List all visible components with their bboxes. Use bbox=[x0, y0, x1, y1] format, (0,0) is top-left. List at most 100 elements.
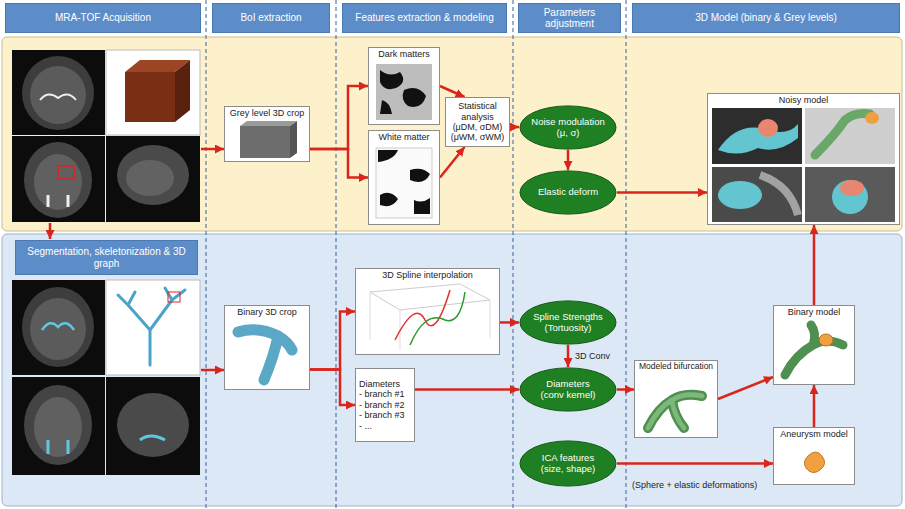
column-separator-part bbox=[626, 0, 627, 509]
ellipse-outline bbox=[520, 301, 616, 344]
grey-crop-image-part bbox=[240, 121, 297, 126]
flow-arrow bbox=[500, 321, 519, 324]
mra-image-bottom-part bbox=[117, 393, 189, 457]
node-text: Grey level 3D crop bbox=[230, 108, 305, 118]
flow-arrow bbox=[440, 147, 465, 178]
node-text: Elastic deform bbox=[538, 187, 598, 198]
process-ellipse: ICA features (size, shape) bbox=[519, 440, 617, 487]
dark-matter-image-part bbox=[403, 88, 426, 107]
mra-image-bottom-part bbox=[118, 288, 185, 365]
aneurysm-image bbox=[773, 427, 855, 485]
mra-image-top-part bbox=[12, 50, 105, 135]
node-text: Parameters adjustment bbox=[523, 7, 616, 30]
mra-image-top-part bbox=[40, 94, 76, 100]
mra-image-bottom-part bbox=[48, 440, 68, 454]
flow-arrow bbox=[617, 191, 707, 194]
flow-arrow bbox=[510, 126, 519, 129]
top-band bbox=[2, 37, 902, 231]
flow-arrow bbox=[310, 149, 368, 177]
mra-image-top-part bbox=[58, 166, 74, 179]
grey-crop-image-part bbox=[240, 126, 290, 158]
mra-image-bottom-part bbox=[140, 436, 165, 440]
white-matter-image-part bbox=[380, 193, 398, 206]
image-panel: Noisy model bbox=[707, 93, 900, 225]
dark-matter-image-part bbox=[368, 47, 440, 125]
mra-image-top-part bbox=[106, 136, 200, 222]
mra-image-bottom bbox=[12, 280, 200, 475]
noisy-model-image-part bbox=[805, 108, 895, 164]
node-text: MRA-TOF Acquisition bbox=[55, 12, 151, 24]
mra-image-top-part bbox=[117, 145, 189, 205]
white-matter-image-part bbox=[410, 169, 430, 182]
column-separator bbox=[206, 0, 626, 509]
mra-image-top-part bbox=[34, 154, 82, 210]
bifurcation-image-part bbox=[648, 395, 702, 428]
node-text: Diameters bbox=[359, 379, 400, 389]
noisy-model-image-part bbox=[712, 167, 802, 222]
process-ellipse: Elastic deform bbox=[519, 170, 617, 215]
spline-plot bbox=[355, 268, 500, 355]
flow-arrow bbox=[813, 225, 816, 305]
mra-image-bottom-part bbox=[168, 292, 180, 302]
node-text: - branch #1 bbox=[359, 389, 405, 399]
image-panel: White matter bbox=[368, 130, 440, 225]
node-text: Segmentation, skeletonization & 3D graph bbox=[20, 246, 193, 269]
mra-image-bottom-part bbox=[42, 323, 74, 330]
column-header: BoI extraction bbox=[212, 3, 330, 33]
binary-model-image-part bbox=[785, 325, 843, 375]
flow-arrow bbox=[310, 312, 355, 370]
node-text: Features extraction & modeling bbox=[355, 12, 493, 24]
node-text: Statistical analysis bbox=[449, 101, 506, 122]
column-separator-part bbox=[206, 0, 207, 509]
flow-arrow bbox=[617, 462, 773, 465]
mra-image-bottom-part bbox=[22, 287, 94, 367]
ellipse-outline bbox=[520, 441, 616, 486]
mra-image-top-part bbox=[24, 142, 92, 218]
mra-image-top-part bbox=[22, 56, 94, 130]
noisy-model-image bbox=[707, 93, 900, 225]
noisy-model-image-part bbox=[815, 114, 870, 155]
node-text: - branch #2 bbox=[359, 400, 405, 410]
node-text: Diameters (conv kernel) bbox=[537, 379, 599, 401]
mra-image-bottom-part bbox=[24, 385, 92, 465]
mra-image-top bbox=[12, 50, 200, 222]
node-text: (μWM, σWM) bbox=[451, 132, 505, 142]
process-ellipse: Spline Strengths (Tortuosity) bbox=[519, 300, 617, 345]
column-separator-part bbox=[513, 0, 514, 509]
spline-plot-part bbox=[370, 284, 490, 310]
node-text: - ... bbox=[359, 421, 372, 431]
noisy-model-image-part bbox=[712, 108, 802, 164]
note-label: (Sphere + elastic deformations) bbox=[632, 480, 757, 490]
bifurcation-image bbox=[634, 360, 718, 438]
grey-crop-image-part bbox=[224, 106, 310, 162]
image-panel: Modeled bifurcation bbox=[634, 360, 718, 438]
white-matter-image-part bbox=[414, 198, 430, 214]
image-panel: Dark matters bbox=[368, 47, 440, 125]
flow-arrow bbox=[567, 150, 570, 170]
binary-crop-image-part bbox=[224, 305, 310, 390]
ellipse-outline bbox=[520, 106, 616, 149]
process-box: Statistical analysis(μDM, σDM)(μWM, σWM) bbox=[445, 97, 510, 147]
white-matter-image-part bbox=[376, 148, 432, 218]
spline-plot-part bbox=[355, 268, 500, 355]
mra-image-bottom-part bbox=[30, 298, 86, 360]
node-text: Aneurysm model bbox=[780, 429, 848, 439]
flow-arrow bbox=[567, 345, 570, 367]
flow-arrow bbox=[440, 86, 465, 97]
process-ellipse: Diameters (conv kernel) bbox=[519, 367, 617, 412]
image-arrow-part bbox=[201, 148, 224, 151]
node-text: Modeled bifurcation bbox=[639, 362, 713, 372]
mra-image-bottom-part bbox=[12, 377, 105, 475]
flow-arrow bbox=[415, 388, 519, 391]
flow-arrow bbox=[718, 377, 773, 399]
column-header: Features extraction & modeling bbox=[342, 3, 507, 33]
node-text: Noise modulation bbox=[531, 117, 604, 128]
binary-model-image-part bbox=[819, 334, 833, 346]
node-text: (μ, σ) bbox=[557, 128, 580, 139]
node-text: - branch #3 bbox=[359, 410, 405, 420]
node-text: Noisy model bbox=[779, 95, 829, 105]
flow-arrow bbox=[617, 388, 634, 391]
binary-model-image bbox=[773, 305, 855, 385]
flow-arrow bbox=[813, 385, 816, 427]
noisy-model-image-part bbox=[760, 175, 798, 215]
